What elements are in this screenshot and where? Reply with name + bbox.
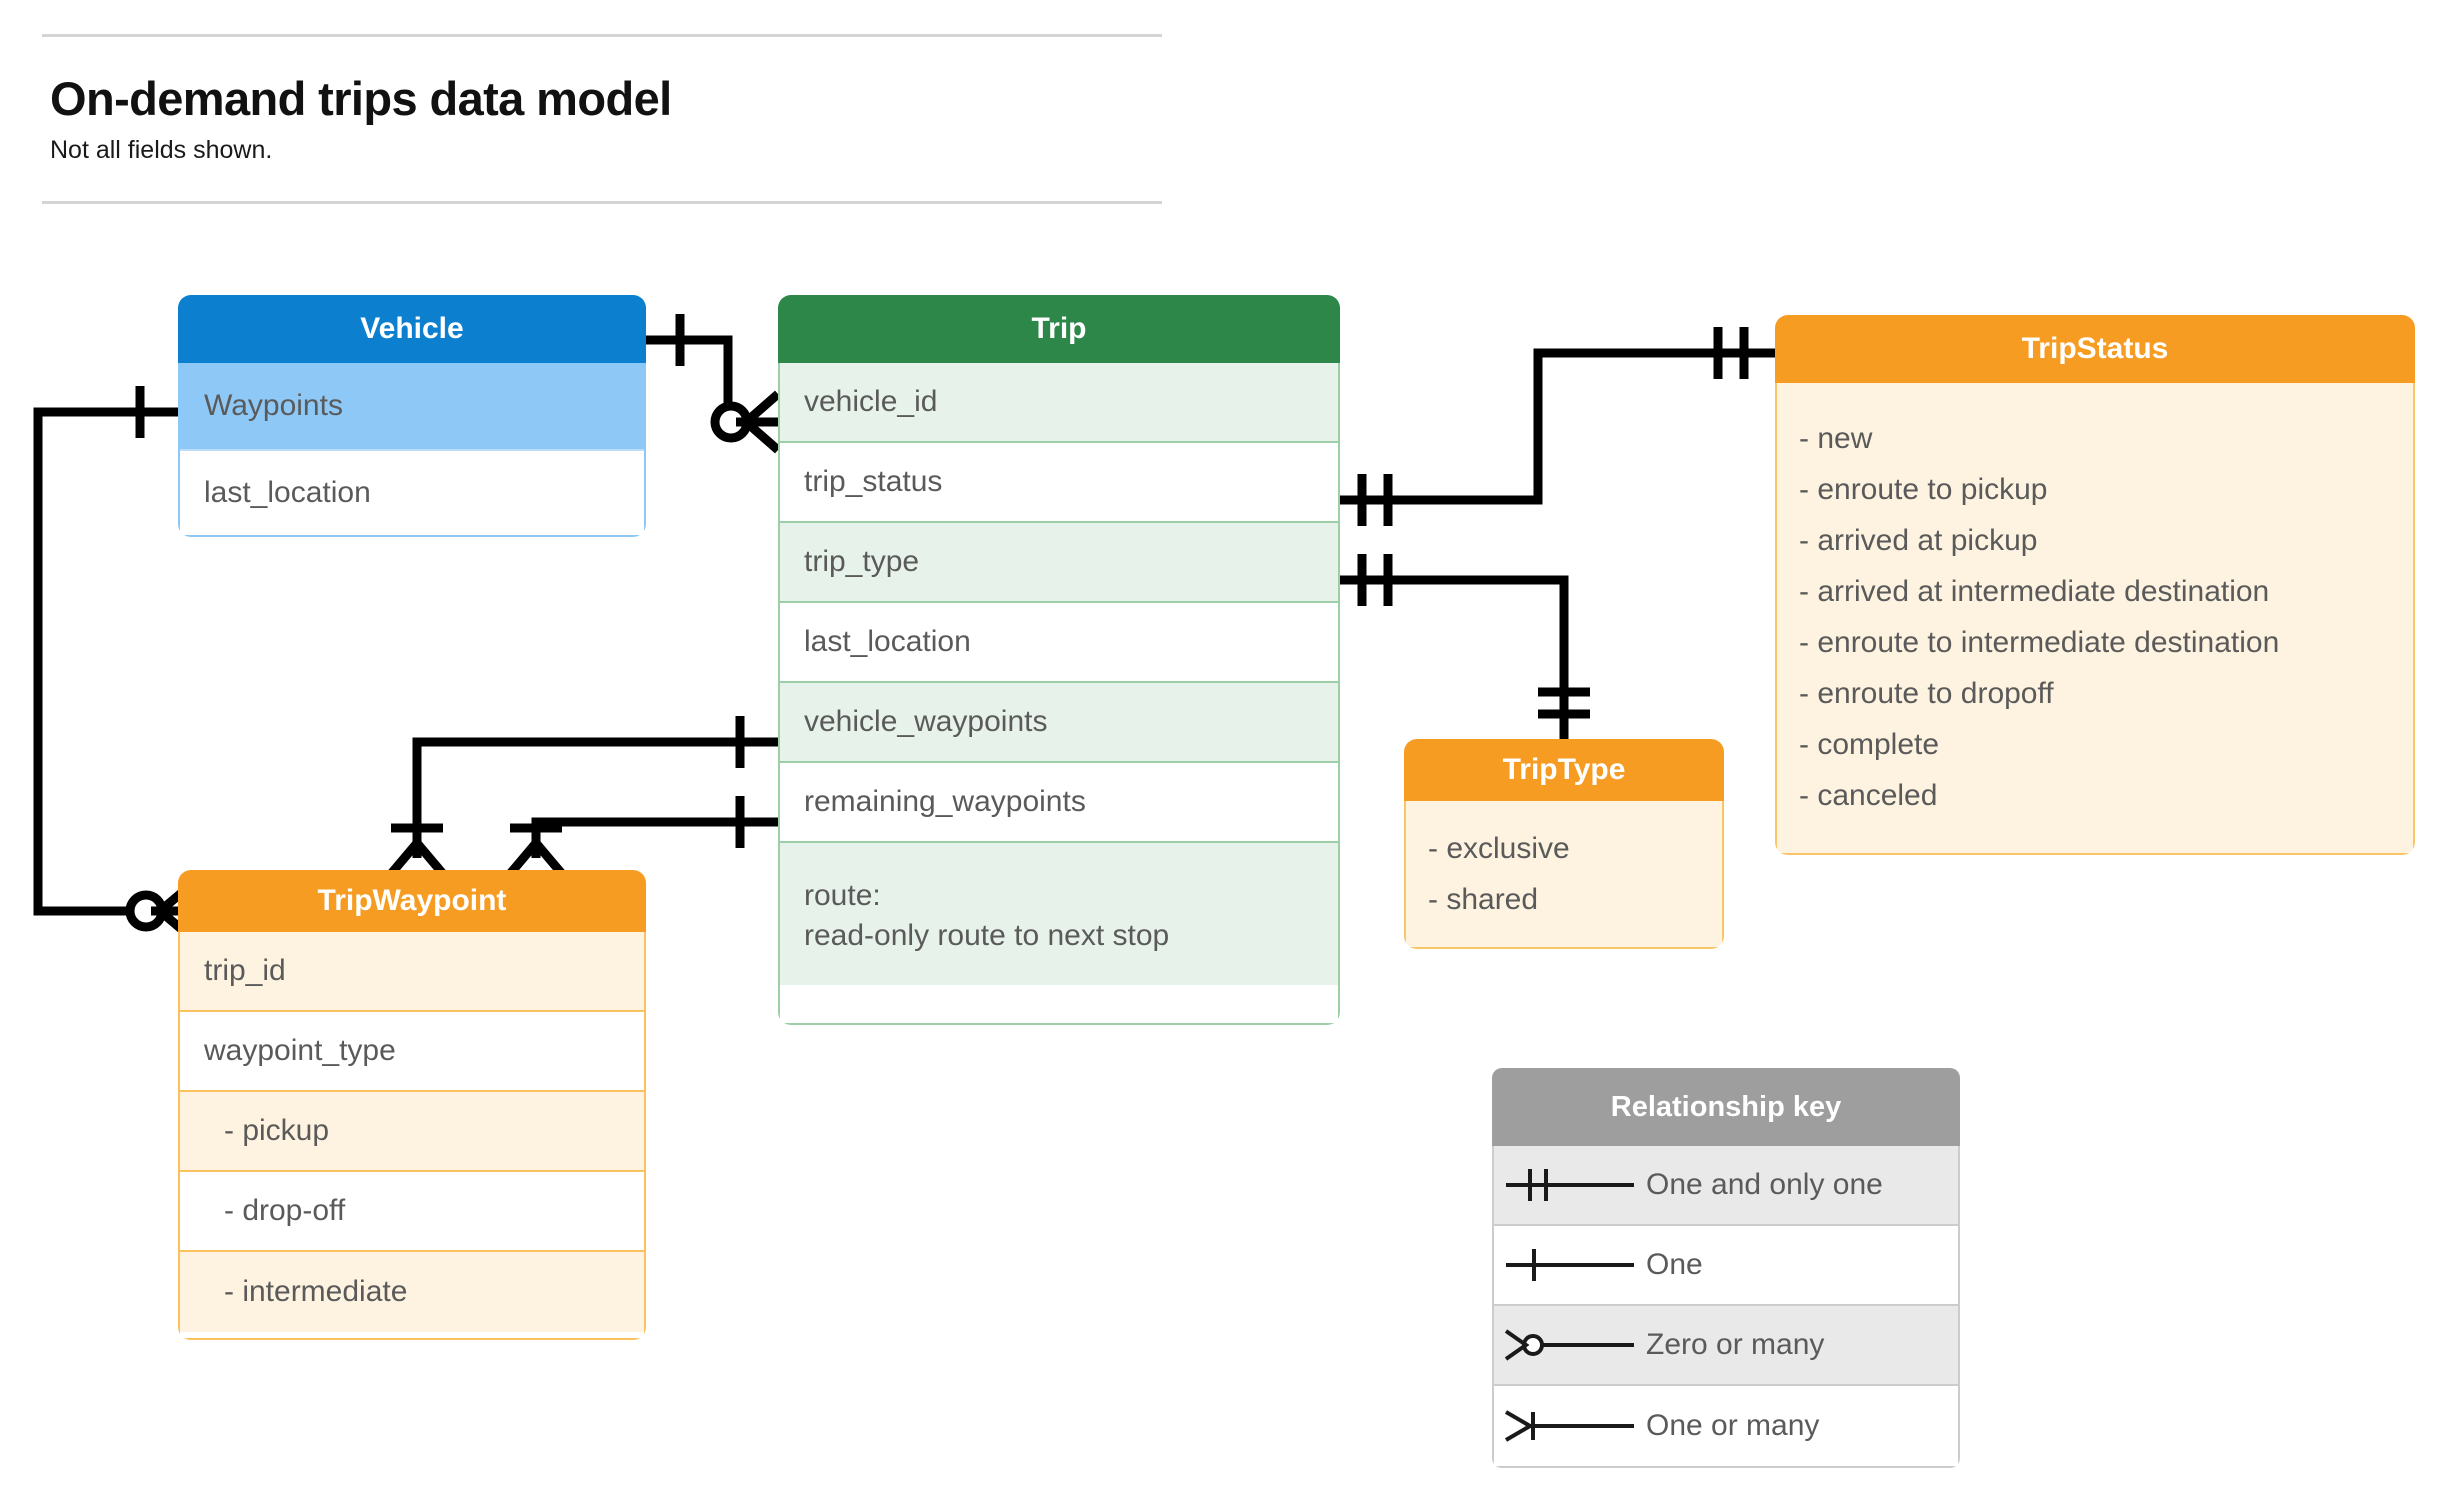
connector-trip-remaining-waypoints xyxy=(531,817,778,858)
relationship-key-body: One and only one One xyxy=(1492,1146,1960,1468)
tripwaypoint-value-drop-off: - drop-off xyxy=(180,1172,644,1252)
tripstatus-value-arrived-at-pickup: - arrived at pickup xyxy=(1799,524,2038,557)
tripstatus-value-enroute-to-intermediate-destination: - enroute to intermediate destination xyxy=(1799,626,2280,659)
legend-label-one-or-many: One or many xyxy=(1646,1409,1820,1442)
field-trip-vehicle-id[interactable]: vehicle_id xyxy=(780,363,1338,443)
connector-trip-vehicle-waypoints xyxy=(412,737,778,858)
field-trip-last-location[interactable]: last_location xyxy=(780,603,1338,683)
tripstatus-value-arrived-at-intermediate-destination: - arrived at intermediate destination xyxy=(1799,575,2270,608)
one-or-many-icon xyxy=(1494,1404,1646,1448)
cardinality-one-or-many-tripwaypoint-a xyxy=(386,823,448,878)
entity-tripwaypoint-title: TripWaypoint xyxy=(178,870,646,932)
tripwaypoint-value-pickup: - pickup xyxy=(180,1092,644,1172)
entity-triptype[interactable]: TripType - exclusive - shared xyxy=(1404,739,1724,949)
cardinality-one-and-only-one-trip-status xyxy=(1357,474,1393,526)
entity-tripwaypoint[interactable]: TripWaypoint trip_id waypoint_type - pic… xyxy=(178,870,646,1340)
field-tripwaypoint-waypoint-type[interactable]: waypoint_type xyxy=(180,1012,644,1092)
tripstatus-value-complete: - complete xyxy=(1799,728,1940,761)
cardinality-zero-or-many-trip-vehicleid xyxy=(710,390,781,454)
connector-vehicle-trip xyxy=(646,335,778,427)
entity-vehicle-body: Waypoints last_location xyxy=(178,363,646,537)
field-tripwaypoint-trip-id[interactable]: trip_id xyxy=(180,932,644,1012)
cardinality-one-and-only-one-triptype xyxy=(1538,687,1590,719)
page-subtitle: Not all fields shown. xyxy=(50,136,273,164)
connector-trip-tripstatus xyxy=(1340,348,1775,505)
field-trip-vehicle-waypoints[interactable]: vehicle_waypoints xyxy=(780,683,1338,763)
legend-label-one: One xyxy=(1646,1248,1703,1281)
relationship-key-legend: Relationship key One and only one xyxy=(1492,1068,1960,1468)
cardinality-one-or-many-tripwaypoint-b xyxy=(505,823,567,878)
entity-vehicle-title: Vehicle xyxy=(178,295,646,363)
field-vehicle-last-location[interactable]: last_location xyxy=(180,449,644,535)
legend-label-zero-or-many: Zero or many xyxy=(1646,1328,1825,1361)
tripstatus-value-canceled: - canceled xyxy=(1799,779,1938,812)
connector-trip-triptype xyxy=(1340,575,1569,739)
entity-trip-title: Trip xyxy=(778,295,1340,363)
field-trip-remaining-waypoints[interactable]: remaining_waypoints xyxy=(780,763,1338,843)
tripstatus-value-new: - new xyxy=(1799,422,1873,455)
field-trip-route-label: route: xyxy=(804,878,881,912)
field-trip-trip-type[interactable]: trip_type xyxy=(780,523,1338,603)
zero-or-many-icon xyxy=(1494,1323,1646,1367)
one-and-only-one-icon xyxy=(1494,1163,1646,1207)
document-header: On-demand trips data model Not all field… xyxy=(42,34,1162,204)
field-trip-route[interactable]: route: read-only route to next stop xyxy=(780,843,1338,985)
cardinality-one-and-only-one-trip-type xyxy=(1357,554,1393,606)
relationship-key-title: Relationship key xyxy=(1492,1068,1960,1146)
connector-vehicle-waypoints-tripwaypoint xyxy=(33,407,178,916)
entity-trip[interactable]: Trip vehicle_id trip_status trip_type la… xyxy=(778,295,1340,1025)
entity-tripwaypoint-body: trip_id waypoint_type - pickup - drop-of… xyxy=(178,932,646,1340)
triptype-value-exclusive: - exclusive xyxy=(1428,832,1570,865)
one-icon xyxy=(1494,1243,1646,1287)
header-rule-bottom xyxy=(42,201,1162,204)
entity-tripstatus-title: TripStatus xyxy=(1775,315,2415,383)
field-trip-trip-status[interactable]: trip_status xyxy=(780,443,1338,523)
entity-tripstatus-body: - new - enroute to pickup - arrived at p… xyxy=(1775,383,2415,855)
field-trip-route-description: read-only route to next stop xyxy=(804,919,1170,952)
tripstatus-value-enroute-to-pickup: - enroute to pickup xyxy=(1799,473,2048,506)
entity-tripstatus[interactable]: TripStatus - new - enroute to pickup - a… xyxy=(1775,315,2415,855)
entity-triptype-title: TripType xyxy=(1404,739,1724,801)
page-title: On-demand trips data model xyxy=(50,72,672,125)
header-rule-top xyxy=(42,34,1162,37)
entity-trip-body: vehicle_id trip_status trip_type last_lo… xyxy=(778,363,1340,1025)
legend-row-zero-or-many: Zero or many xyxy=(1494,1306,1958,1386)
legend-row-one-and-only-one: One and only one xyxy=(1494,1146,1958,1226)
legend-row-one: One xyxy=(1494,1226,1958,1306)
entity-vehicle[interactable]: Vehicle Waypoints last_location xyxy=(178,295,646,537)
triptype-value-shared: - shared xyxy=(1428,883,1539,916)
tripstatus-value-enroute-to-dropoff: - enroute to dropoff xyxy=(1799,677,2054,710)
cardinality-one-and-only-one-tripstatus xyxy=(1713,327,1749,379)
field-vehicle-waypoints[interactable]: Waypoints xyxy=(180,363,644,449)
legend-row-one-or-many: One or many xyxy=(1494,1386,1958,1466)
entity-triptype-body: - exclusive - shared xyxy=(1404,801,1724,949)
legend-label-one-and-only-one: One and only one xyxy=(1646,1168,1883,1201)
tripwaypoint-value-intermediate: - intermediate xyxy=(180,1252,644,1332)
